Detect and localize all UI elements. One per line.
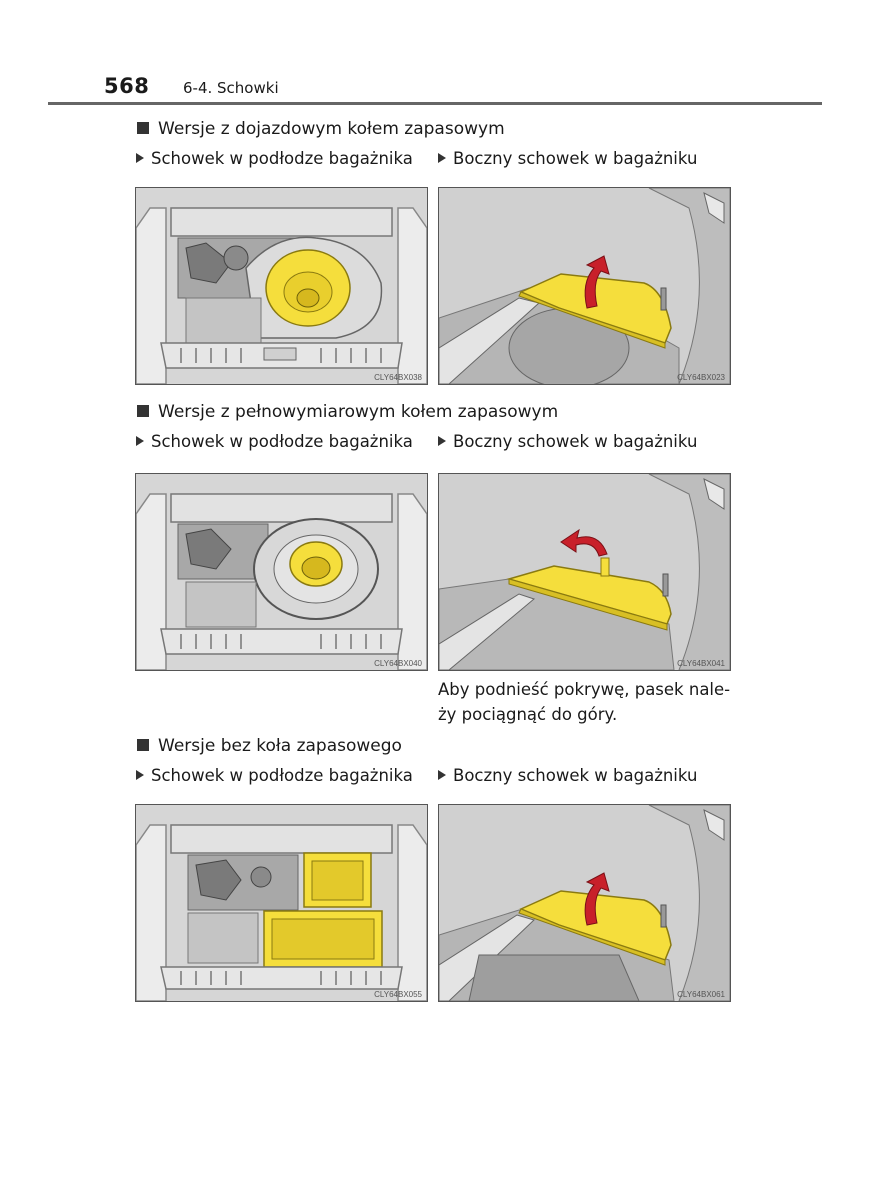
figure-caption: Aby podnieść pokrywę, pasek nale- ży poc…	[438, 680, 731, 724]
square-bullet-icon	[137, 122, 149, 134]
page-header: 568 6-4. Schowki	[0, 70, 877, 106]
figure-code: CLY64BX023	[677, 373, 725, 382]
sublabel-side-storage: Boczny schowek w bagażniku	[438, 149, 697, 168]
figure-code: CLY64BX038	[374, 373, 422, 382]
square-bullet-icon	[137, 405, 149, 417]
figure-code: CLY64BX040	[374, 659, 422, 668]
figure-side-storage-no-spare: CLY64BX061	[438, 804, 731, 1002]
sublabel-floor-storage: Schowek w podłodze bagażnika	[136, 149, 413, 168]
triangle-bullet-icon	[136, 436, 144, 446]
figure-side-storage-compact-spare: CLY64BX023	[438, 187, 731, 385]
triangle-bullet-icon	[136, 153, 144, 163]
square-bullet-icon	[137, 739, 149, 751]
sublabel-side-storage: Boczny schowek w bagażniku	[438, 766, 697, 785]
section-heading-no-spare: Wersje bez koła zapasowego	[137, 736, 402, 756]
figure-code: CLY64BX061	[677, 990, 725, 999]
triangle-bullet-icon	[438, 770, 446, 780]
section-heading-full-spare: Wersje z pełnowymiarowym kołem zapasowym	[137, 402, 558, 422]
triangle-bullet-icon	[438, 436, 446, 446]
figure-code: CLY64BX055	[374, 990, 422, 999]
section-heading-compact-spare: Wersje z dojazdowym kołem zapasowym	[137, 119, 505, 139]
page-number: 568	[104, 74, 150, 98]
figure-code: CLY64BX041	[677, 659, 725, 668]
figure-trunk-floor-full-spare: CLY64BX040	[135, 473, 428, 671]
header-divider	[48, 102, 822, 105]
figure-side-storage-full-spare: CLY64BX041	[438, 473, 731, 671]
sublabel-floor-storage: Schowek w podłodze bagażnika	[136, 432, 413, 451]
sublabel-side-storage: Boczny schowek w bagażniku	[438, 432, 697, 451]
triangle-bullet-icon	[136, 770, 144, 780]
figure-trunk-floor-no-spare: CLY64BX055	[135, 804, 428, 1002]
triangle-bullet-icon	[438, 153, 446, 163]
figure-trunk-floor-compact-spare: CLY64BX038	[135, 187, 428, 385]
section-title: 6-4. Schowki	[183, 79, 279, 97]
sublabel-floor-storage: Schowek w podłodze bagażnika	[136, 766, 413, 785]
